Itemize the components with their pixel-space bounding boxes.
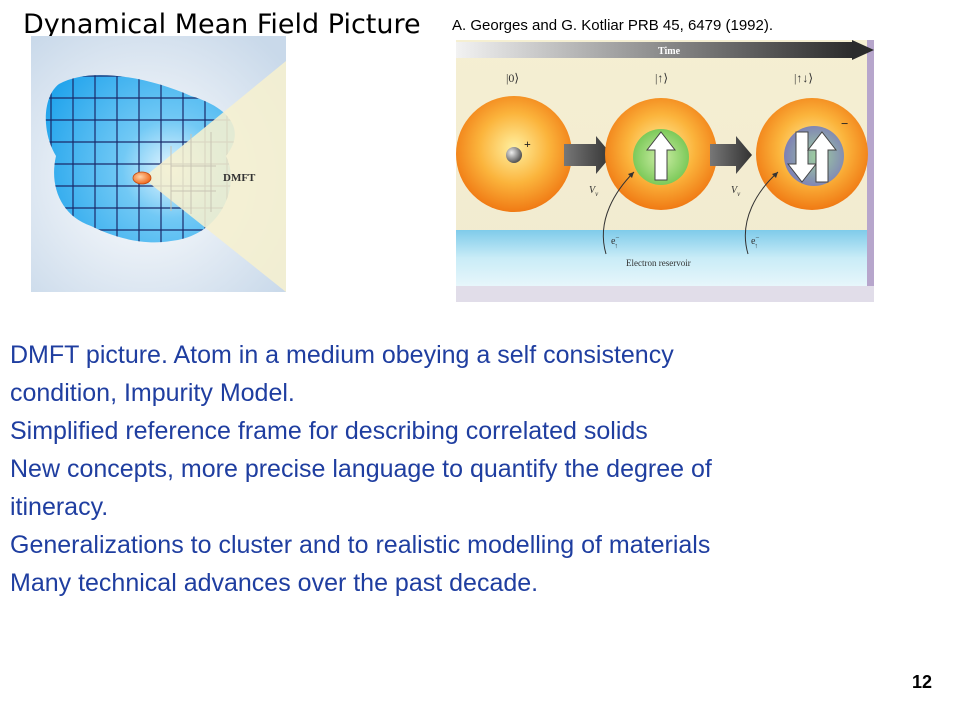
citation: A. Georges and G. Kotliar PRB 45, 6479 (… — [452, 17, 774, 34]
spin-up-arrow-2 — [806, 131, 838, 183]
state-label-updown: |↑↓⟩ — [794, 71, 813, 85]
cone-grid — [170, 132, 216, 214]
charge-plus: + — [524, 137, 531, 151]
slide-title: Dynamical Mean Field Picture — [23, 9, 421, 40]
body-line: condition, Impurity Model. — [10, 379, 295, 407]
hybridization-label-1: Vν — [589, 185, 599, 198]
body-line: New concepts, more precise language to q… — [10, 455, 712, 483]
impurity-states-figure: Time |0⟩ |↑⟩ |↑↓⟩ Electron reservoir + — [456, 40, 874, 302]
spin-up-arrow — [645, 131, 677, 181]
transition-arrow-2 — [710, 136, 752, 174]
nucleus-ball — [506, 147, 522, 163]
body-line: Simplified reference frame for describin… — [10, 417, 648, 445]
body-line: DMFT picture. Atom in a medium obeying a… — [10, 341, 674, 369]
page-number: 12 — [912, 672, 933, 692]
electron-reservoir — [456, 230, 867, 286]
dmft-cone — [143, 61, 286, 292]
atom-state-up — [605, 98, 717, 210]
time-label: Time — [658, 46, 681, 57]
reservoir-label: Electron reservoir — [626, 258, 691, 268]
hybridization-label-2: Vν — [731, 185, 741, 198]
state-label-empty: |0⟩ — [506, 71, 519, 85]
body-line: Many technical advances over the past de… — [10, 569, 539, 597]
time-arrow: Time — [456, 40, 874, 60]
dmft-lattice-figure: DMFT — [31, 36, 286, 292]
electron-label-1: e−↑ — [611, 234, 619, 250]
body-line: itineracy. — [10, 493, 109, 521]
body-line: Generalizations to cluster and to realis… — [10, 531, 711, 559]
dmft-label: DMFT — [223, 172, 256, 184]
atom-state-empty: + — [456, 96, 572, 212]
electron-label-2: e−↑ — [751, 234, 759, 250]
atom-state-updown: − — [756, 98, 868, 210]
charge-minus: − — [841, 116, 848, 131]
body-text: DMFT picture. Atom in a medium obeying a… — [10, 336, 910, 602]
hybridization-curve-2 — [744, 171, 779, 255]
transition-arrow-1 — [564, 136, 612, 174]
spin-down-arrow — [786, 131, 818, 183]
hybridization-curve-1 — [602, 171, 635, 255]
impurity-atom — [132, 171, 152, 185]
state-label-up: |↑⟩ — [655, 71, 668, 85]
